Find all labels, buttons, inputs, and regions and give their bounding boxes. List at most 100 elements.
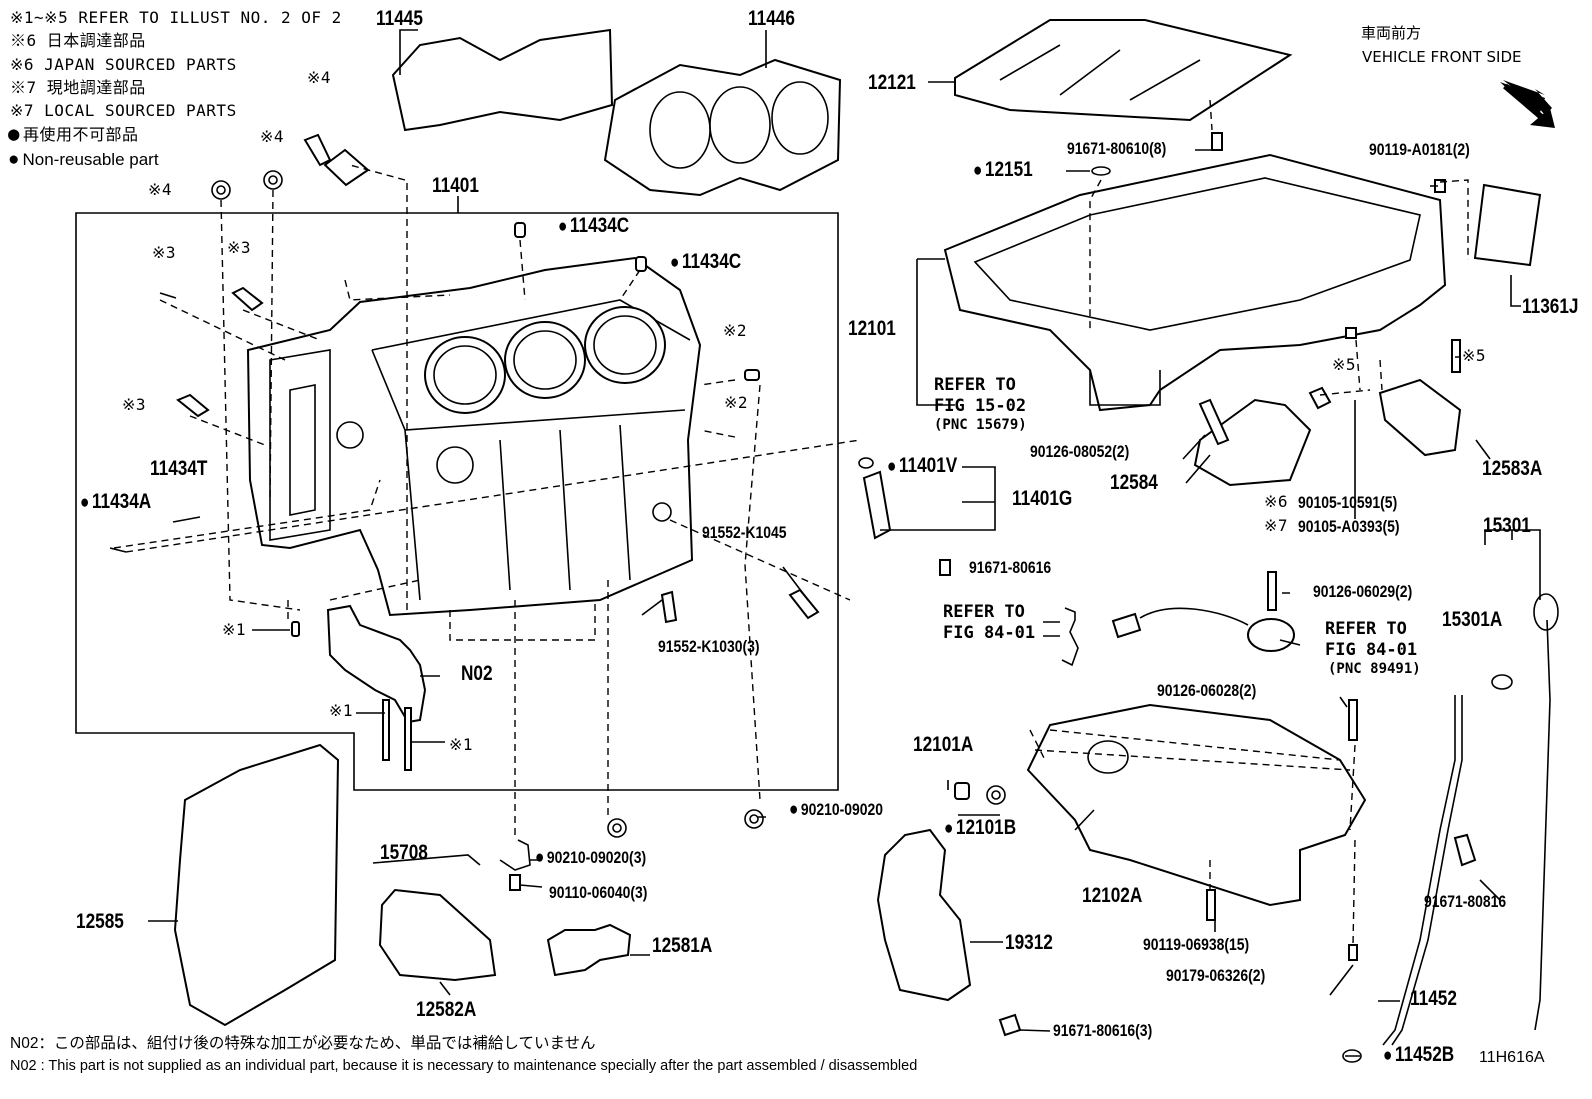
shield-19312-drawing [876,828,972,1002]
mark-7: ※7 [1264,516,1289,535]
footer-note-en: N02 : This part is not supplied as an in… [10,1058,918,1074]
mark-2-b: ※2 [724,393,749,412]
part-label-90179-06326: 90179-06326(2) [1166,966,1266,985]
part-label-11452B: 11452B [1383,1044,1454,1065]
part-label-12101B: 12101B [944,817,1016,838]
refer-fig-15-02-line1: REFER TO [934,375,1016,395]
mark-3-a: ※3 [152,243,177,262]
mark-4-a: ※4 [307,68,332,87]
part-label-11434C-upper: 11434C [558,215,629,236]
mark-4-b: ※4 [260,127,285,146]
note-7-en: ※7 LOCAL SOURCED PARTS [10,101,237,120]
note-6-en: ※6 JAPAN SOURCED PARTS [10,55,237,74]
part-label-91552-K1030: 91552-K1030(3) [658,637,760,656]
mark-3-c: ※3 [122,395,147,414]
part-label-15301: 15301 [1483,514,1531,537]
insulator-12582A-drawing [378,888,497,982]
sensor-drawing [1111,612,1142,639]
note-refer-illust: ※1~※5 REFER TO ILLUST NO. 2 OF 2 [10,8,342,27]
oil-pan-lower-drawing [1026,703,1367,907]
mark-4-c: ※4 [148,180,173,199]
part-label-11401V: 11401V [887,455,957,476]
part-label-12584: 12584 [1110,471,1158,494]
plug-11401G-drawing [862,470,892,540]
direction-label-en: VEHICLE FRONT SIDE [1362,48,1522,66]
refer-fig-84-01-b-line1: REFER TO [1325,619,1407,639]
part-label-90110-06040: 90110-06040(3) [549,883,648,902]
part-label-19312: 19312 [1005,931,1053,954]
part-label-91671-80616-3: 91671-80616(3) [1053,1021,1153,1040]
refer-fig-15-02-line3: (PNC 15679) [934,417,1027,433]
part-label-12101: 12101 [848,317,896,340]
part-label-91671-80610: 91671-80610(8) [1067,139,1167,158]
note-nonreusable-en: Non-reusable part [8,150,158,169]
insulator-12585-drawing [173,743,340,1027]
refer-fig-84-01-b-line2: FIG 84-01 [1325,640,1418,660]
insulator-11446-drawing [603,58,842,197]
bracket-12584-drawing [1193,398,1312,487]
part-label-11452: 11452 [1410,987,1457,1010]
part-label-11446: 11446 [748,7,795,30]
mark-5-b: ※5 [1462,346,1487,365]
figure-id: 11H616A [1479,1049,1545,1066]
part-label-12121: 12121 [868,71,916,94]
baffle-12121-drawing [954,19,1293,122]
part-label-91671-80616: 91671-80616 [969,558,1052,577]
note-nonreusable-jp: 再使用不可部品 [8,125,138,144]
part-label-90210-09020: 90210-09020 [789,800,883,819]
direction-label-jp: 車両前方 [1361,24,1422,42]
cover-11445-drawing [391,28,614,132]
dipstick-15301-drawing [1534,619,1551,1031]
cap-bolts-drawing [382,699,412,771]
part-label-11434T: 11434T [150,457,208,480]
footer-note-jp: N02：この部品は、組付け後の特殊な加工が必要なため、単品では補給していません [10,1035,596,1052]
part-label-12102A: 12102A [1082,884,1143,907]
note-6-jp: ※6 日本調達部品 [10,31,146,50]
mark-3-b: ※3 [227,238,252,257]
mark-1-a: ※1 [222,620,247,639]
oil-pan-upper-drawing [943,153,1447,412]
part-label-11361J: 11361J [1522,295,1579,318]
mark-5-a: ※5 [1332,355,1357,374]
group-bracket-11401 [75,196,839,791]
refer-fig-84-01-a-line1: REFER TO [943,602,1025,622]
part-label-91671-80816: 91671-80816 [1424,892,1507,911]
refer-fig-15-02-line2: FIG 15-02 [934,396,1027,416]
bearing-cap-N02-drawing [326,604,427,724]
part-label-12101A: 12101A [913,733,974,756]
part-label-12585: 12585 [76,910,124,933]
part-label-90126-06029: 90126-06029(2) [1313,582,1413,601]
refer-fig-84-01-a-line2: FIG 84-01 [943,623,1036,643]
part-label-12583A: 12583A [1482,457,1543,480]
part-label-11401G: 11401G [1012,487,1073,510]
part-label-90126-06028: 90126-06028(2) [1157,681,1257,700]
refer-fig-84-01-b-line3: (PNC 89491) [1328,661,1421,677]
part-label-90210-09020-3: 90210-09020(3) [535,848,646,867]
part-label-11445: 11445 [376,7,423,30]
part-label-90119-A0181: 90119-A0181(2) [1369,140,1470,159]
part-label-90119-06938: 90119-06938(15) [1143,935,1250,954]
mark-6: ※6 [1264,492,1289,511]
note-7-jp: ※7 現地調達部品 [10,78,146,97]
part-label-11401: 11401 [432,174,479,197]
part-label-12581A: 12581A [652,934,713,957]
insulator-12581A-drawing [546,923,632,977]
mark-1-c: ※1 [449,735,474,754]
part-label-15301A: 15301A [1442,608,1503,631]
part-label-12151: 12151 [973,159,1033,180]
part-label-11434A: 11434A [80,491,151,512]
part-label-90105-A0393: 90105-A0393(5) [1298,517,1400,536]
part-label-90126-08052: 90126-08052(2) [1030,442,1130,461]
part-label-15708: 15708 [380,841,428,864]
mark-1-b: ※1 [329,701,354,720]
part-label-91552-K1045: 91552-K1045 [702,523,787,542]
part-label-12582A: 12582A [416,998,477,1021]
insulator-12583A-drawing [1378,378,1462,457]
part-label-N02: N02 [461,662,493,685]
part-label-90105-10591: 90105-10591(5) [1298,493,1398,512]
dipstick-guide-drawing [1382,695,1456,1046]
cylinder-block-drawing [246,256,702,617]
part-label-11434C-lower: 11434C [670,251,741,272]
